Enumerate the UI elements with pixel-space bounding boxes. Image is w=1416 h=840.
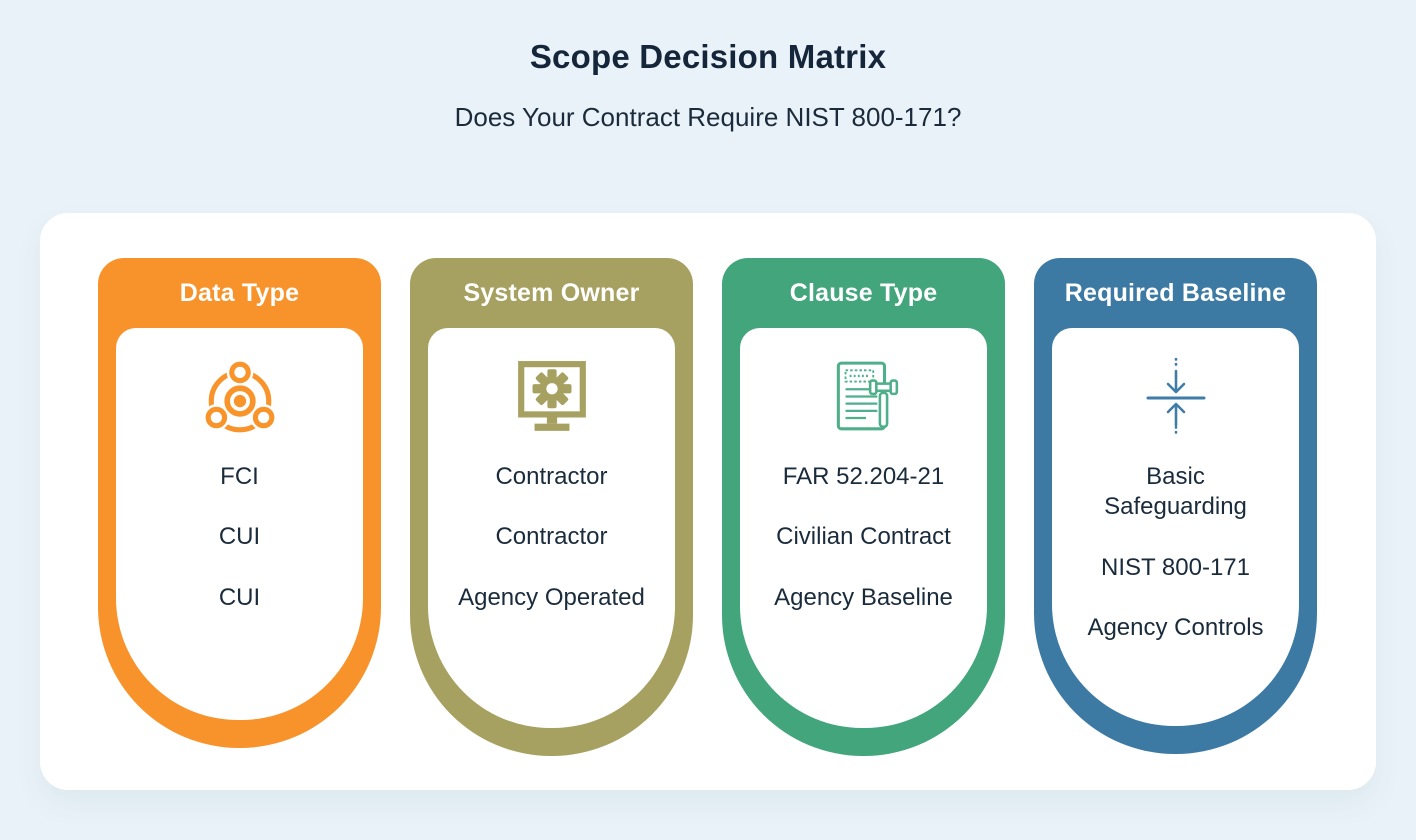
column-body: Contractor Contractor Agency Operated	[428, 328, 675, 728]
compress-arrows-icon	[1144, 356, 1208, 440]
matrix-cell: Basic Safeguarding	[1104, 463, 1247, 521]
matrix-cell: Contractor	[495, 463, 608, 490]
column-header: Required Baseline	[1064, 278, 1287, 307]
page-subtitle: Does Your Contract Require NIST 800-171?	[454, 102, 962, 132]
matrix-cell: Agency Baseline	[774, 583, 953, 611]
column-clause-type: Clause Type	[722, 258, 1005, 756]
page-title: Scope Decision Matrix	[529, 38, 887, 75]
column-header: Data Type	[179, 278, 300, 307]
monitor-gear-icon	[513, 356, 591, 440]
matrix-cell: NIST 800-171	[1101, 553, 1250, 581]
matrix-cell: Civilian Contract	[776, 523, 951, 551]
column-required-baseline: Required Baseline Basic Safeguarding	[1034, 258, 1317, 754]
column-items: Basic Safeguarding NIST 800-171 Agency C…	[1087, 462, 1263, 644]
column-body: FAR 52.204-21 Civilian Contract Agency B…	[740, 328, 987, 728]
hub-network-icon	[201, 356, 279, 440]
document-gavel-icon	[825, 356, 903, 440]
matrix-cell: Agency Operated	[458, 583, 645, 611]
matrix-cell: FAR 52.204-21	[782, 463, 945, 490]
column-system-owner: System Owner	[410, 258, 693, 756]
column-items: FAR 52.204-21 Civilian Contract Agency B…	[774, 462, 953, 613]
column-header: System Owner	[463, 278, 640, 307]
matrix-panel: Data Type FCI	[40, 213, 1376, 790]
matrix-cell: CUI	[218, 523, 261, 551]
column-body: Basic Safeguarding NIST 800-171 Agency C…	[1052, 328, 1299, 726]
matrix-columns: Data Type FCI	[98, 258, 1317, 756]
column-data-type: Data Type FCI	[98, 258, 381, 748]
matrix-cell: CUI	[218, 583, 261, 611]
column-header: Clause Type	[789, 278, 938, 307]
column-items: FCI CUI CUI	[219, 462, 260, 613]
infographic-canvas: { "page": { "title": "Scope Decision Mat…	[0, 38, 1416, 840]
matrix-cell: FCI	[220, 463, 259, 490]
column-items: Contractor Contractor Agency Operated	[458, 462, 645, 613]
column-body: FCI CUI CUI	[116, 328, 363, 720]
matrix-cell: Contractor	[495, 523, 608, 551]
matrix-cell: Agency Controls	[1087, 614, 1264, 642]
